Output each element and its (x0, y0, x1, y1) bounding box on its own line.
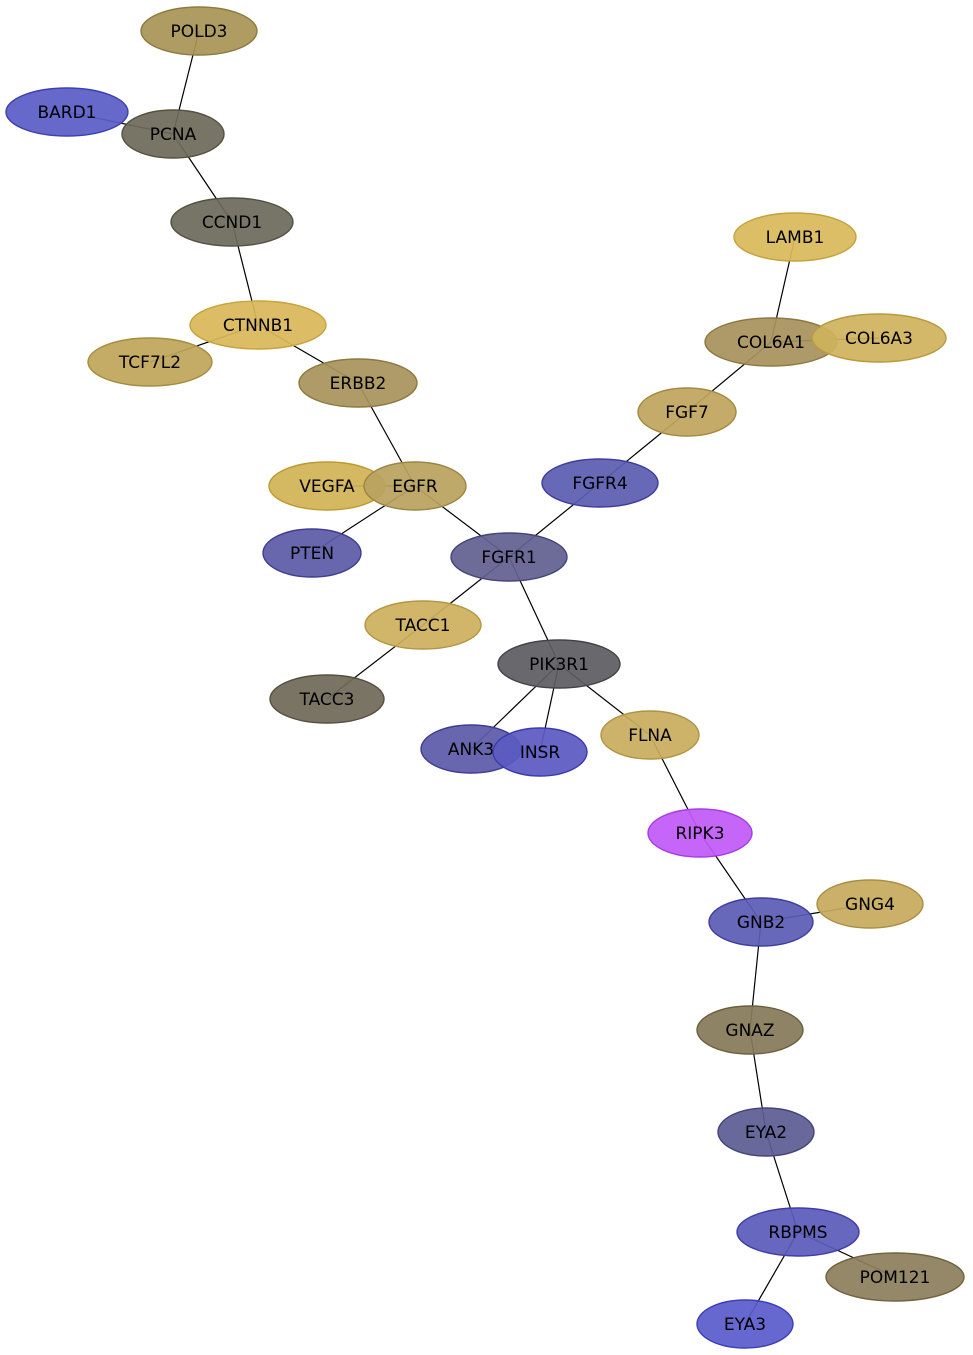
node-flna[interactable]: FLNA (600, 710, 700, 760)
node-insr[interactable]: INSR (492, 727, 588, 777)
node-label: POLD3 (170, 22, 227, 42)
node-label: TACC1 (395, 616, 451, 636)
node-ellipse[interactable] (262, 528, 362, 578)
node-ellipse[interactable] (708, 897, 814, 947)
node-gnb2[interactable]: GNB2 (708, 897, 814, 947)
node-label: INSR (520, 743, 561, 763)
node-ellipse[interactable] (696, 1005, 804, 1055)
node-label: RBPMS (768, 1223, 827, 1243)
node-label: VEGFA (299, 477, 355, 497)
node-label: FGFR4 (572, 474, 627, 494)
node-ellipse[interactable] (140, 6, 258, 56)
node-ellipse[interactable] (492, 727, 588, 777)
node-label: EYA2 (745, 1123, 787, 1143)
node-ellipse[interactable] (450, 532, 568, 582)
node-label: POM121 (860, 1268, 931, 1288)
node-tacc3[interactable]: TACC3 (269, 674, 385, 724)
node-tcf7l2[interactable]: TCF7L2 (87, 337, 213, 387)
node-label: FLNA (628, 726, 672, 746)
node-label: PIK3R1 (529, 655, 589, 675)
node-pcna[interactable]: PCNA (121, 109, 225, 159)
node-ellipse[interactable] (600, 710, 700, 760)
node-pten[interactable]: PTEN (262, 528, 362, 578)
node-label: COL6A3 (845, 329, 913, 349)
node-rbpms[interactable]: RBPMS (736, 1207, 860, 1257)
node-fgf7[interactable]: FGF7 (637, 387, 737, 437)
node-ellipse[interactable] (696, 1299, 794, 1349)
node-vegfa[interactable]: VEGFA (268, 461, 386, 511)
node-label: EGFR (392, 477, 438, 497)
node-ellipse[interactable] (5, 87, 129, 137)
node-label: PCNA (150, 125, 197, 145)
node-label: TCF7L2 (118, 353, 181, 373)
node-lamb1[interactable]: LAMB1 (733, 212, 857, 262)
node-fgfr4[interactable]: FGFR4 (541, 458, 659, 508)
node-label: GNAZ (725, 1021, 774, 1041)
node-ellipse[interactable] (364, 600, 482, 650)
node-ripk3[interactable]: RIPK3 (647, 808, 753, 858)
node-pik3r1[interactable]: PIK3R1 (497, 639, 621, 689)
node-ellipse[interactable] (298, 358, 418, 408)
node-label: CTNNB1 (223, 316, 293, 336)
node-ctnnb1[interactable]: CTNNB1 (189, 300, 327, 350)
node-pold3[interactable]: POLD3 (140, 6, 258, 56)
node-ellipse[interactable] (189, 300, 327, 350)
node-label: CCND1 (202, 213, 262, 233)
node-label: TACC3 (299, 690, 355, 710)
node-label: COL6A1 (737, 333, 805, 353)
node-fgfr1[interactable]: FGFR1 (450, 532, 568, 582)
node-eya3[interactable]: EYA3 (696, 1299, 794, 1349)
node-gnaz[interactable]: GNAZ (696, 1005, 804, 1055)
node-gng4[interactable]: GNG4 (816, 879, 924, 929)
node-ellipse[interactable] (811, 313, 947, 363)
node-ellipse[interactable] (816, 879, 924, 929)
node-ellipse[interactable] (170, 197, 294, 247)
node-pom121[interactable]: POM121 (825, 1252, 965, 1302)
node-label: RIPK3 (675, 824, 724, 844)
node-ellipse[interactable] (363, 461, 467, 511)
node-ellipse[interactable] (121, 109, 225, 159)
node-egfr[interactable]: EGFR (363, 461, 467, 511)
node-col6a3[interactable]: COL6A3 (811, 313, 947, 363)
node-ellipse[interactable] (541, 458, 659, 508)
node-bard1[interactable]: BARD1 (5, 87, 129, 137)
node-label: PTEN (290, 544, 334, 564)
node-ellipse[interactable] (736, 1207, 860, 1257)
node-label: GNG4 (845, 895, 895, 915)
node-ellipse[interactable] (269, 674, 385, 724)
node-label: GNB2 (737, 913, 785, 933)
node-label: EYA3 (724, 1315, 766, 1335)
node-ccnd1[interactable]: CCND1 (170, 197, 294, 247)
node-label: BARD1 (37, 103, 96, 123)
node-ellipse[interactable] (497, 639, 621, 689)
node-ellipse[interactable] (637, 387, 737, 437)
node-ellipse[interactable] (87, 337, 213, 387)
node-label: LAMB1 (766, 228, 825, 248)
node-col6a1[interactable]: COL6A1 (704, 317, 838, 367)
node-label: ERBB2 (330, 374, 387, 394)
node-ellipse[interactable] (825, 1252, 965, 1302)
node-tacc1[interactable]: TACC1 (364, 600, 482, 650)
node-label: FGFR1 (481, 548, 536, 568)
node-ellipse[interactable] (733, 212, 857, 262)
node-erbb2[interactable]: ERBB2 (298, 358, 418, 408)
node-ellipse[interactable] (647, 808, 753, 858)
node-label: FGF7 (665, 403, 709, 423)
node-eya2[interactable]: EYA2 (717, 1107, 815, 1157)
node-label: ANK3 (448, 740, 494, 760)
node-ellipse[interactable] (717, 1107, 815, 1157)
